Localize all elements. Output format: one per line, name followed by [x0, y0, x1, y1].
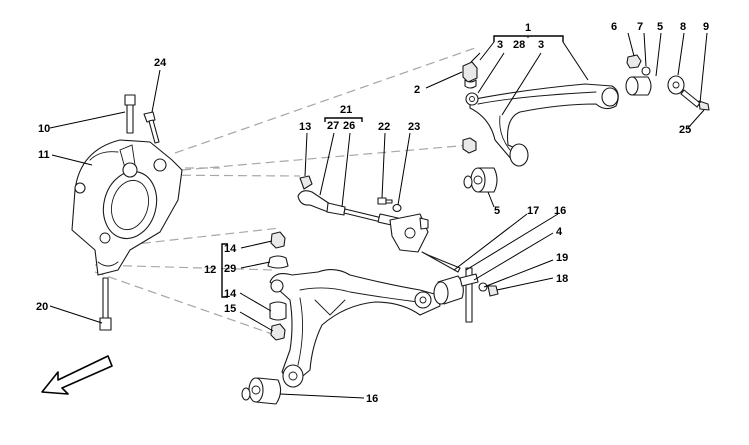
callout-5: 5	[657, 21, 663, 33]
callout-6: 6	[611, 21, 617, 33]
callout-13: 13	[299, 121, 311, 133]
callout-16: 16	[366, 393, 378, 405]
callout-3: 3	[497, 39, 503, 51]
callout-14: 14	[224, 243, 237, 255]
callout-18: 18	[556, 273, 568, 285]
callout-10: 10	[38, 123, 50, 135]
callout-8: 8	[680, 21, 686, 33]
callout-24: 24	[154, 57, 167, 69]
callout-20: 20	[36, 301, 48, 313]
callout-15: 15	[224, 303, 236, 315]
toe-link	[297, 175, 429, 253]
forward-direction-arrow-icon	[41, 355, 113, 395]
upper-mount-hardware	[625, 54, 710, 111]
bushing-16-lower	[241, 377, 282, 405]
callout-17: 17	[527, 205, 539, 217]
callout-26: 26	[343, 120, 355, 132]
toe-link-hardware	[377, 197, 402, 213]
bushing-5-lower	[463, 167, 498, 193]
callout-21: 21	[340, 104, 352, 116]
callout-16: 16	[554, 205, 566, 217]
callout-1: 1	[525, 22, 531, 34]
callout-11: 11	[38, 149, 50, 161]
lower-ball-joint-parts	[267, 231, 289, 341]
carrier-bolts	[124, 94, 160, 144]
hub-carrier	[71, 139, 183, 276]
callout-12: 12	[204, 264, 216, 276]
callout-7: 7	[637, 21, 643, 33]
leader-lines	[49, 32, 708, 399]
inner-lower-mount	[421, 251, 499, 323]
callout-3: 3	[538, 39, 544, 51]
callout-23: 23	[408, 121, 420, 133]
callout-28: 28	[513, 39, 525, 51]
callout-5: 5	[494, 205, 500, 217]
callout-29: 29	[224, 263, 236, 275]
callout-4: 4	[556, 226, 563, 238]
lower-wishbone	[269, 269, 441, 388]
callout-14: 14	[224, 288, 237, 300]
callout-2: 2	[414, 84, 420, 96]
upper-wishbone	[465, 83, 619, 167]
callout-19: 19	[556, 252, 568, 264]
callout-9: 9	[703, 21, 709, 33]
callout-25: 25	[679, 124, 691, 136]
callout-27: 27	[327, 120, 339, 132]
callout-labels: 1 3 28 3 2 6 7 5 8 9 25 24 10 11 21 13 2…	[36, 21, 709, 405]
callout-22: 22	[378, 121, 390, 133]
upper-ball-joint-parts	[462, 61, 478, 154]
bolt-20	[99, 277, 112, 331]
